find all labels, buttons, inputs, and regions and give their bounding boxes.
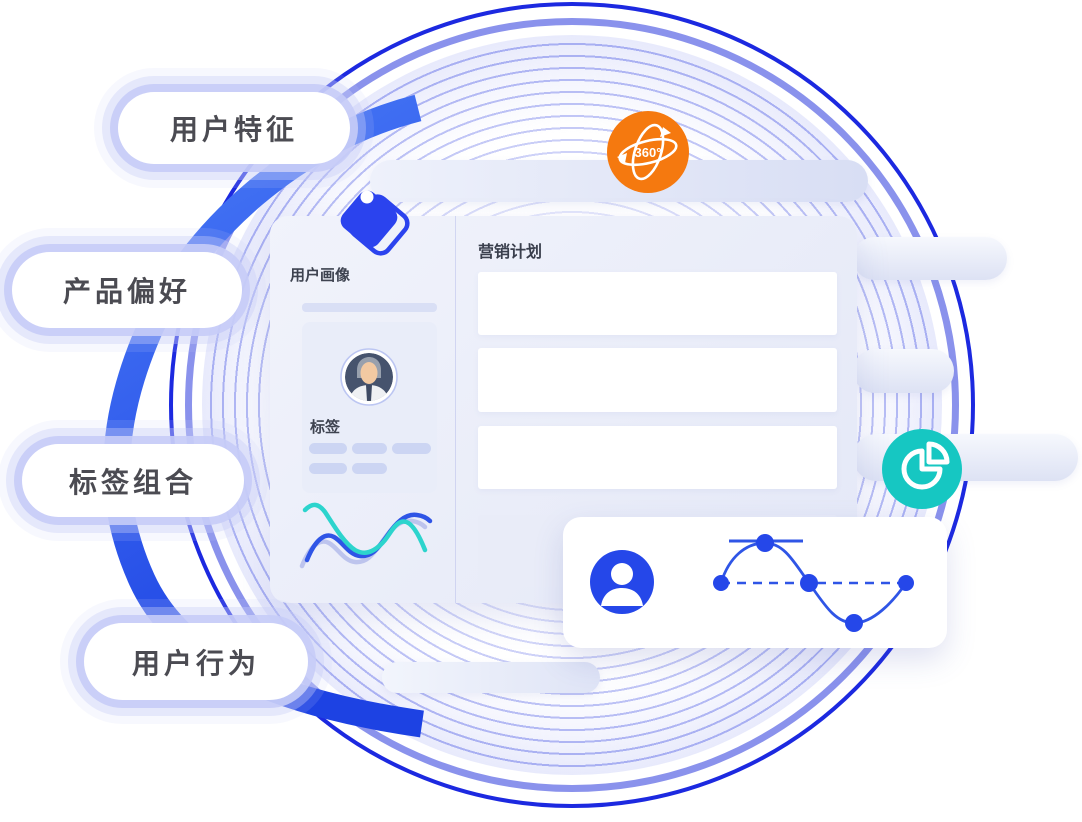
marketing-plan-title: 营销计划 xyxy=(478,244,543,261)
tag-pill-row-2 xyxy=(309,463,387,474)
tag-pill xyxy=(309,463,347,474)
pill-product-preferences[interactable]: 产品偏好 xyxy=(12,252,242,328)
tag-icon xyxy=(340,190,410,256)
pill-user-features[interactable]: 用户特征 xyxy=(118,92,350,164)
right-decorative-bar-1 xyxy=(853,237,1007,280)
pill-label: 标签组合 xyxy=(68,466,197,498)
profile-mini-bar xyxy=(302,303,437,312)
user-profile-title: 用户画像 xyxy=(290,267,351,284)
outer-ring xyxy=(169,2,975,808)
pill-label: 用户特征 xyxy=(169,114,298,145)
tag-pill-row-1 xyxy=(309,443,431,454)
sine-chart xyxy=(713,534,914,632)
tag-pill xyxy=(392,443,431,454)
pill-label: 用户行为 xyxy=(131,647,260,679)
bottom-decorative-bar xyxy=(382,662,600,693)
tag-pill xyxy=(352,443,387,454)
analytics-card xyxy=(563,517,947,648)
middle-ring xyxy=(185,18,959,792)
plan-box-1 xyxy=(478,272,837,335)
right-decorative-bar-2 xyxy=(853,349,954,393)
tags-label: 标签 xyxy=(310,419,341,436)
pie-chart-icon xyxy=(882,429,962,509)
pill-label: 产品偏好 xyxy=(62,276,191,307)
wave-chart xyxy=(299,502,433,569)
pill-tag-combinations[interactable]: 标签组合 xyxy=(22,444,244,517)
360-rotation-icon: 360° xyxy=(607,111,689,193)
tag-pill xyxy=(309,443,347,454)
pill-user-behavior[interactable]: 用户行为 xyxy=(84,623,308,700)
avatar xyxy=(340,348,398,406)
plan-box-3 xyxy=(478,426,837,489)
plan-box-2 xyxy=(478,348,837,412)
360-label: 360° xyxy=(635,145,662,160)
tag-pill xyxy=(352,463,387,474)
card-column-divider xyxy=(455,216,456,603)
user-icon xyxy=(590,550,654,614)
